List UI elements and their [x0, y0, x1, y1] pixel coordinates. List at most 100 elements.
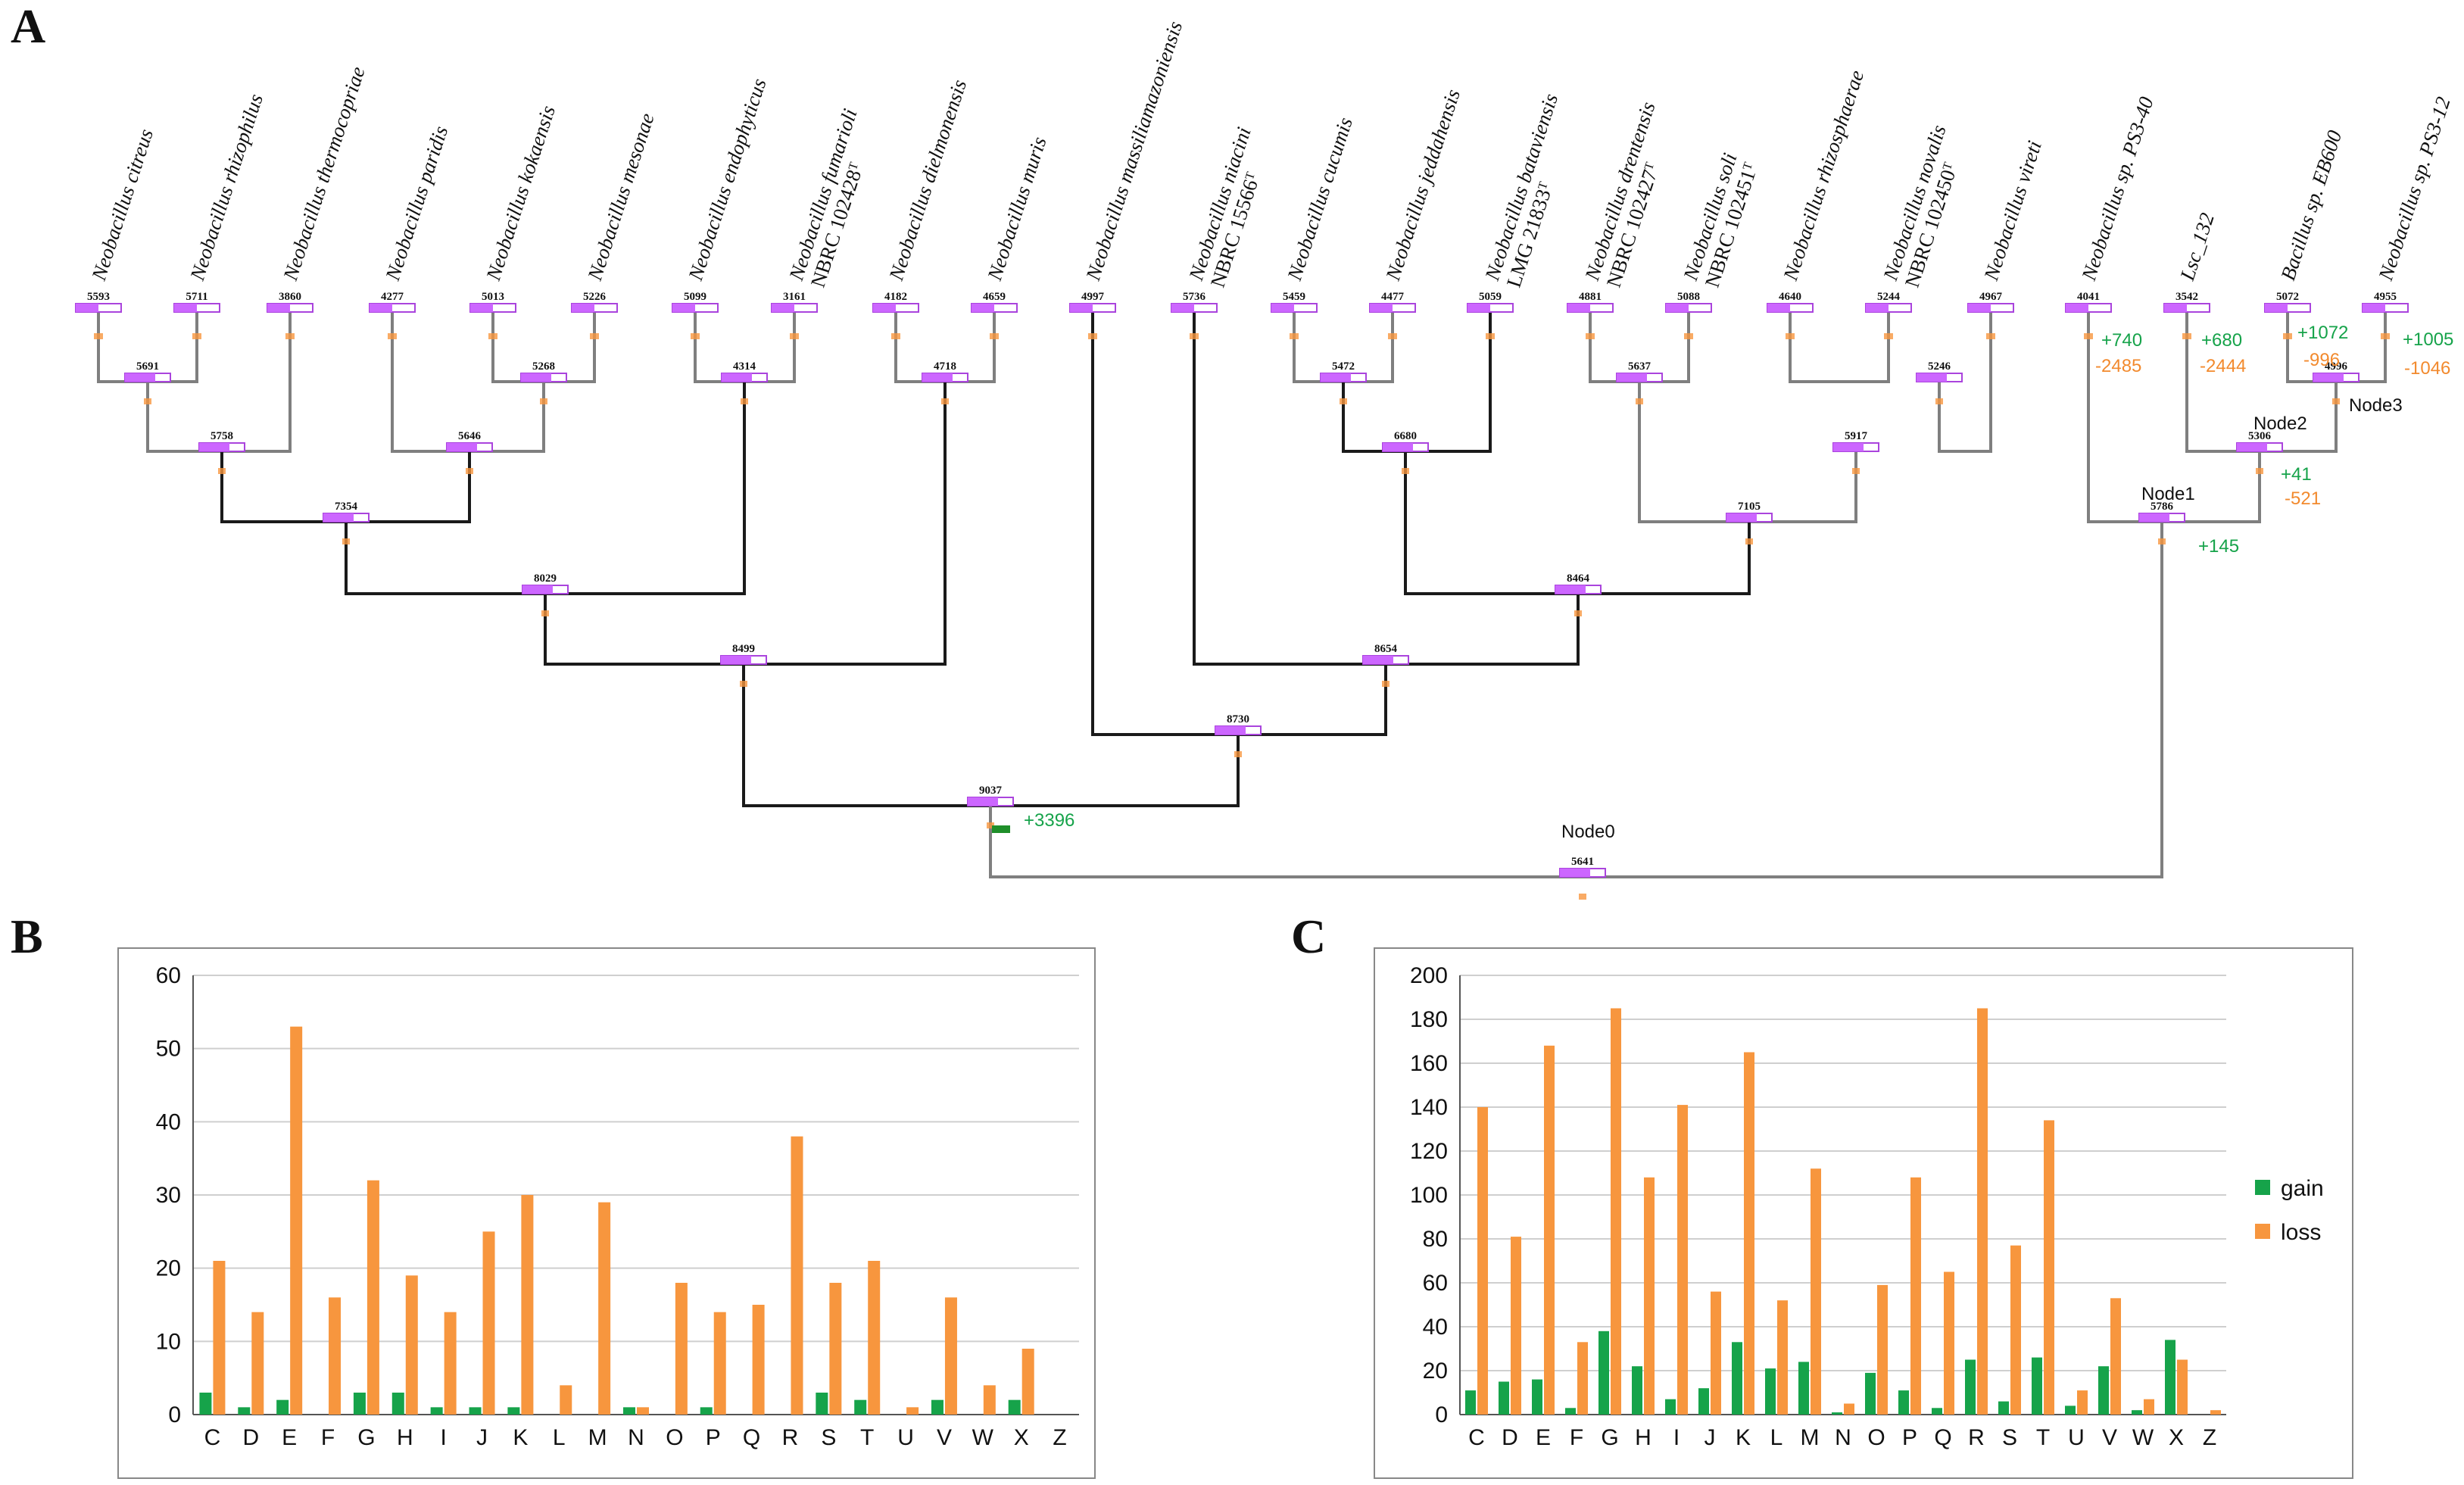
loss-bar [1977, 1008, 1988, 1415]
species-label: Neobacillus drentensisNBRC 102427ᵀ [1580, 99, 1681, 291]
y-tick-label: 80 [1423, 1227, 1448, 1252]
x-tick-label: W [2132, 1425, 2154, 1450]
node-change-marker [144, 398, 151, 404]
node-count-fill [1833, 443, 1864, 451]
y-tick-label: 60 [1423, 1271, 1448, 1296]
node1-gain-label: +145 [2198, 536, 2239, 557]
x-tick-label: I [440, 1425, 446, 1450]
gain-bar [507, 1407, 520, 1415]
leaf-count-fill [972, 304, 994, 312]
leaf-count-fill [470, 304, 493, 312]
leaf-count-label: 5088 [1677, 291, 1700, 303]
leaf-count-label: 5593 [87, 291, 110, 303]
loss-bar [1811, 1168, 1821, 1415]
loss-bar [983, 1385, 996, 1415]
ps340-loss-label: -2485 [2095, 356, 2141, 376]
node-count-label: 5641 [1571, 856, 1594, 868]
loss-bar [1944, 1271, 1954, 1415]
loss-bar [444, 1312, 457, 1415]
panel-a-letter: A [11, 0, 45, 53]
y-tick-label: 0 [1435, 1402, 1448, 1427]
leaf-count-fill [370, 304, 392, 312]
node-count-fill [1617, 373, 1647, 382]
node-count-fill [1321, 373, 1351, 382]
node-count-label: 4996 [2325, 360, 2348, 373]
species-label: Neobacillus dielmonensis [884, 76, 971, 283]
ps312-loss-label: -1046 [2404, 358, 2450, 379]
x-tick-label: Z [1053, 1425, 1066, 1450]
x-tick-label: O [666, 1425, 683, 1450]
panel-c-letter: C [1291, 909, 1326, 963]
gain-bar [854, 1399, 867, 1415]
gain-bar [1565, 1408, 1576, 1415]
loss-bar [598, 1202, 611, 1415]
loss-bar [868, 1261, 881, 1415]
node-count-fill [1555, 585, 1586, 594]
gain-bar [1499, 1381, 1509, 1415]
gain-bar [1008, 1399, 1021, 1415]
x-tick-label: L [553, 1425, 566, 1450]
node-count-fill [722, 373, 752, 382]
x-tick-label: M [588, 1425, 607, 1450]
loss-bar [1744, 1052, 1754, 1415]
legend-loss-label: loss [2281, 1220, 2321, 1245]
leaf-count-label: 4997 [1081, 291, 1105, 303]
node-count-label: 7354 [335, 501, 358, 513]
gain-bar [1698, 1388, 1709, 1415]
species-label: Neobacillus vireti [1979, 138, 2046, 284]
x-tick-label: F [321, 1425, 335, 1450]
leaf-change-marker [2084, 333, 2093, 339]
leaf-count-fill [1467, 304, 1490, 312]
gain-bar [353, 1393, 366, 1415]
loss-bar [2077, 1390, 2088, 1415]
node-count-label: 8464 [1567, 572, 1590, 585]
leaf-count-label: 5711 [186, 291, 207, 303]
x-tick-label: C [1468, 1425, 1485, 1450]
x-tick-label: G [357, 1425, 375, 1450]
node-count-fill [1363, 656, 1393, 664]
lsc-loss-label: -2444 [2200, 356, 2246, 376]
loss-bar [521, 1195, 534, 1415]
species-label: Neobacillus mesonae [583, 111, 659, 284]
x-tick-label: C [204, 1425, 221, 1450]
ps340-gain-label: +740 [2101, 330, 2142, 351]
leaf-change-marker [2182, 333, 2191, 339]
node-change-marker [1636, 398, 1643, 404]
x-tick-label: X [2169, 1425, 2184, 1450]
gain-bar [2132, 1410, 2142, 1415]
x-tick-label: P [1902, 1425, 1917, 1450]
species-label: Neobacillus soliNBRC 102451ᵀ [1679, 150, 1763, 291]
y-tick-label: 0 [168, 1402, 181, 1427]
leaf-count-label: 5736 [1183, 291, 1206, 303]
node-count-fill [199, 443, 229, 451]
node-change-marker [941, 398, 949, 404]
x-tick-label: N [628, 1425, 644, 1450]
loss-bar [2110, 1298, 2121, 1415]
node-count-label: 9037 [979, 785, 1003, 797]
leaf-count-fill [2265, 304, 2288, 312]
species-label: Neobacillus kokaensis [482, 103, 560, 284]
x-tick-label: D [242, 1425, 259, 1450]
loss-bar [637, 1407, 649, 1415]
leaf-count-label: 5013 [482, 291, 504, 303]
node-count-label: 8654 [1374, 643, 1398, 655]
node-change-marker [218, 468, 226, 474]
leaf-change-marker [1290, 333, 1299, 339]
leaf-change-marker [2381, 333, 2390, 339]
x-tick-label: Q [1934, 1425, 1951, 1450]
node-change-marker [1579, 894, 1586, 900]
node-count-fill [447, 443, 477, 451]
node-change-marker [2158, 538, 2166, 544]
leaf-count-label: 5059 [1479, 291, 1502, 303]
x-tick-label: R [782, 1425, 799, 1450]
leaf-count-label: 3161 [783, 291, 806, 303]
species-label: Neobacillus novalisNBRC 102450ᵀ [1879, 122, 1972, 291]
leaf-count-fill [1370, 304, 1393, 312]
leaf-count-label: 5244 [1877, 291, 1901, 303]
loss-bar [2010, 1245, 2021, 1415]
species-label: Neobacillus cucumis [1283, 114, 1357, 283]
node-change-marker [1574, 610, 1582, 616]
loss-bar [791, 1136, 803, 1415]
loss-bar [1711, 1291, 1721, 1415]
